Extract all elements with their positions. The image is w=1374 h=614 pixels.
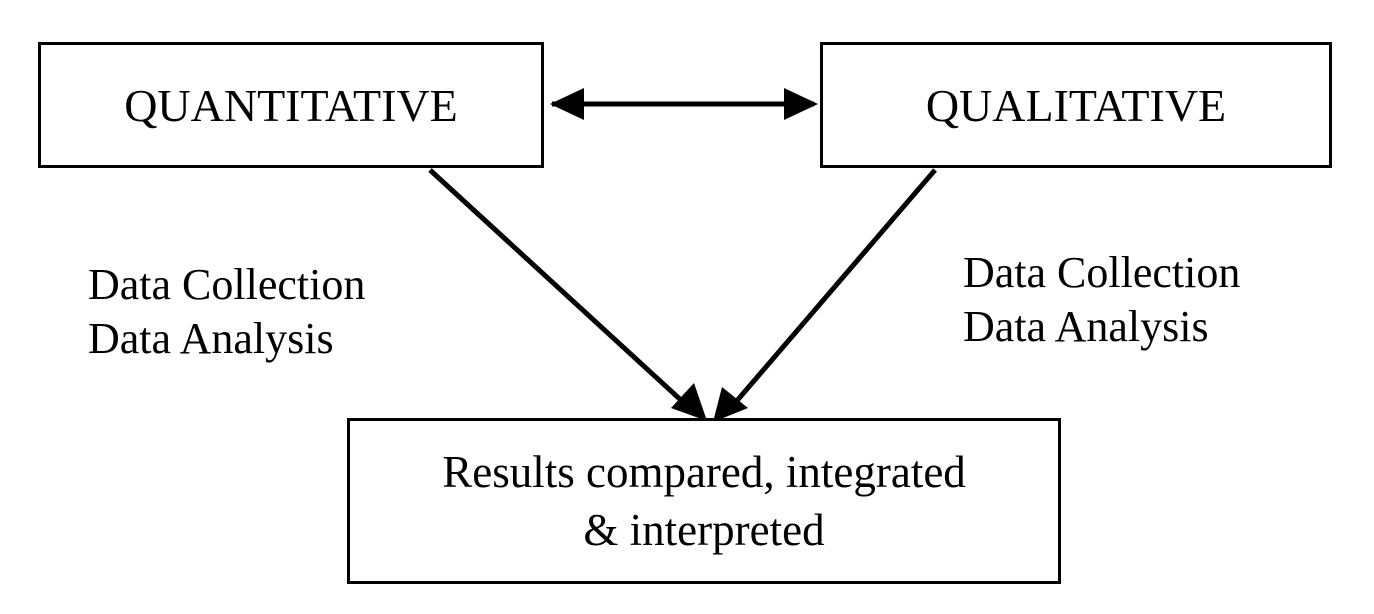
results-label-line1: Results compared, integrated [442, 446, 966, 497]
qualitative-process-label: Data Collection Data Analysis [963, 246, 1240, 354]
right-data-collection: Data Collection [963, 248, 1241, 297]
qualitative-label: QUALITATIVE [925, 79, 1227, 131]
right-data-analysis: Data Analysis [963, 302, 1209, 351]
left-data-analysis: Data Analysis [88, 314, 334, 363]
left-data-collection: Data Collection [88, 260, 366, 309]
arrowhead-quant-results [671, 383, 707, 421]
arrow-quantitative-results [428, 168, 685, 404]
quantitative-box: QUANTITATIVE [38, 42, 544, 168]
results-box: Results compared, integrated & interpret… [347, 418, 1061, 584]
quantitative-label: QUANTITATIVE [124, 79, 458, 131]
arrowhead-right [784, 88, 818, 120]
quantitative-process-label: Data Collection Data Analysis [88, 258, 365, 366]
arrowhead-left [550, 88, 584, 120]
arrowhead-qual-results [713, 387, 748, 422]
results-label-line2: & interpreted [583, 505, 825, 555]
arrow-qualitative-results [733, 168, 937, 405]
qualitative-box: QUALITATIVE [820, 42, 1332, 168]
